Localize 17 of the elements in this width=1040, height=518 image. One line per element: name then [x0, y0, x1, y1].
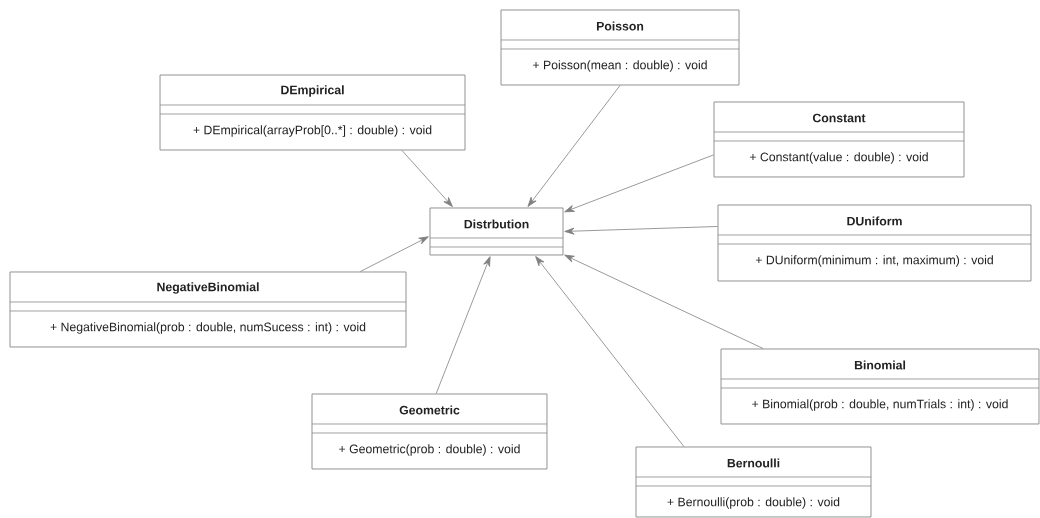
class-box: NegativeBinomial + NegativeBinomial(prob : double, numSucess : int) : void	[9, 271, 407, 348]
class-box: Distrbution	[429, 207, 564, 256]
arrow	[535, 256, 685, 447]
arrow	[527, 85, 621, 207]
arrow	[564, 254, 764, 349]
class-box: Geometric + Geometric(prob : double) : void	[311, 393, 548, 470]
class-box: DUniform + DUniform(minimum : int, maximum) : void	[717, 204, 1032, 282]
arrow	[401, 150, 453, 207]
class-box: DEmpirical + DEmpirical(arrayProb[0..*] : double) : void	[159, 74, 466, 151]
arrow	[359, 236, 429, 272]
class-box: Constant + Constant(value : double) : void	[713, 101, 965, 178]
class-box: Poisson + Poisson(mean : double) : void	[500, 9, 740, 86]
arrow	[564, 226, 718, 235]
class-box: Binomial + Binomial(prob : double, numTrials : int) : void	[720, 348, 1040, 425]
arrow	[564, 154, 714, 213]
arrow	[435, 256, 491, 394]
class-box: Bernoulli + Bernoulli(prob : double) : void	[635, 446, 872, 518]
